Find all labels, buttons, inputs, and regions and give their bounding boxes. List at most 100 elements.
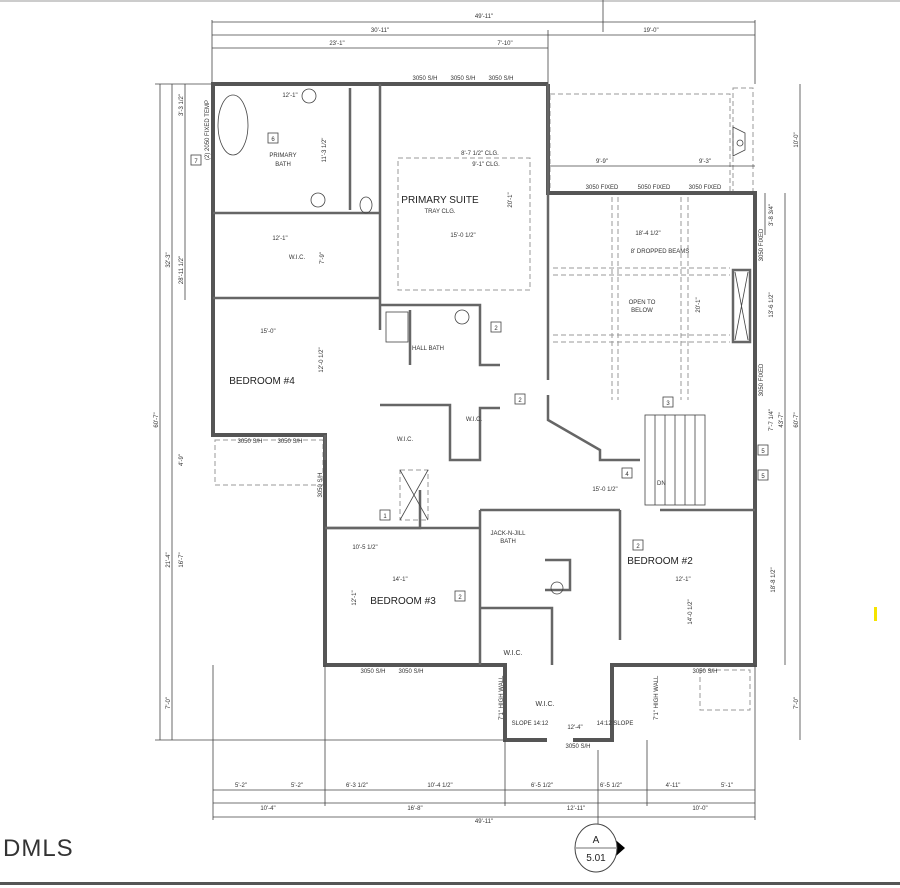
- dim-left-overall: 60'-7": [154, 412, 160, 427]
- dim-label: 20'-1": [508, 192, 514, 207]
- dim-label: 12'-1": [282, 93, 297, 99]
- porch-outline: 9'-9" 9'-3": [214, 87, 755, 711]
- right-dimensions: 60'-7" 10'-0" 43'-7" 3'-8 3/4" 13'-6 1/2…: [764, 84, 801, 740]
- ceiling-height-1: 8'-7 1/2" CLG.: [461, 151, 499, 157]
- section-marker[interactable]: A 5.01: [574, 750, 625, 873]
- tag: 2: [636, 544, 640, 550]
- window-label: 3050 FIXED: [759, 363, 765, 396]
- dim-right-overall: 60'-7": [794, 412, 800, 427]
- window-label: 3050 S/H: [237, 439, 262, 445]
- dim-label: 5'-2": [235, 783, 247, 789]
- window-label: 3050 FIXED: [586, 185, 619, 191]
- window-label: 3050 S/H: [565, 744, 590, 750]
- tag: 2: [458, 595, 462, 601]
- fixtures: [217, 88, 564, 595]
- dim-label: 10'-5 1/2": [352, 545, 377, 551]
- dim-label: 12'-0 1/2": [319, 347, 325, 372]
- room-primary-bath-2: BATH: [275, 162, 291, 168]
- bottom-dimensions: 5'-2" 5'-2" 6'-3 1/2" 10'-4 1/2" 6'-5 1/…: [212, 665, 756, 825]
- high-wall-right: 7'1" HIGH WALL: [654, 675, 660, 720]
- room-open-to-below: OPEN TO: [629, 300, 656, 306]
- dim-porch-a: 9'-9": [596, 159, 608, 165]
- dim-label: 7'-9": [320, 252, 326, 264]
- highlight-mark: [874, 607, 877, 621]
- dim-label: 6'-5 1/2": [600, 783, 622, 789]
- slope-left: SLOPE 14:12: [512, 721, 549, 727]
- room-bedroom-2: BEDROOM #2: [627, 556, 693, 567]
- window-label: 3050 S/H: [692, 669, 717, 675]
- window-label: 3050 S/H: [360, 669, 385, 675]
- room-labels: PRIMARY SUITE TRAY CLG. 8'-7 1/2" CLG. 9…: [229, 151, 693, 727]
- window-label: 3050 FIXED: [759, 228, 765, 261]
- ceiling-height-2: 9'-1" CLG.: [472, 162, 500, 168]
- slope-right: 14:12 SLOPE: [597, 721, 634, 727]
- section-sheet: 5.01: [586, 853, 606, 864]
- dim-left-g: 4'-9": [179, 454, 185, 466]
- window-label: 3050 S/H: [398, 669, 423, 675]
- room-jack-n-jill: JACK-N-JILL: [490, 531, 526, 537]
- dim-label: 14'-0 1/2": [688, 599, 694, 624]
- callout-tags: 6 7 1 2 2 2 2 3 4 5 5: [190, 132, 769, 602]
- tag: 1: [383, 514, 387, 520]
- dropped-beams-label: 8' DROPPED BEAMS: [631, 249, 690, 255]
- dim-right-b: 13'-6 1/2": [769, 292, 775, 317]
- dim-label: 18'-4 1/2": [635, 231, 660, 237]
- dim-label: 4'-11": [666, 783, 681, 789]
- room-wic-hall-2: W.I.C.: [466, 417, 483, 423]
- window-label: 3050 S/H: [318, 472, 324, 497]
- dim-right-a: 43'-7": [779, 412, 785, 427]
- tag: 5: [761, 449, 765, 455]
- tray-ceiling-label: TRAY CLG.: [424, 209, 455, 215]
- dim-label: 10'-0": [692, 806, 707, 812]
- dim-label: 5'-2": [291, 783, 303, 789]
- high-wall-left: 7'1" HIGH WALL: [499, 675, 505, 720]
- section-letter: A: [593, 835, 600, 846]
- watermark-logo: DMLS: [3, 835, 74, 862]
- room-wic-primary: W.I.C.: [289, 255, 306, 261]
- dim-right-f: 7'-0": [794, 697, 800, 709]
- dim-label: 12'-1": [352, 590, 358, 605]
- dim-right-e: 3'-8 3/4": [769, 204, 775, 226]
- dim-right-d: 18'-8 1/2": [771, 567, 777, 592]
- room-bedroom-3: BEDROOM #3: [370, 596, 436, 607]
- stair-dn-label: DN: [657, 481, 666, 487]
- top-dimensions: 49'-11" 30'-11" 19'-0" 23'-1" 7'-10": [211, 0, 756, 84]
- dim-label: 15'-0 1/2": [450, 233, 475, 239]
- dim-label: 14'-1": [392, 577, 407, 583]
- tag: 4: [625, 472, 629, 478]
- room-jack-n-jill-2: BATH: [500, 539, 516, 545]
- dim-right-c: 7'-7 1/4": [769, 409, 775, 431]
- window-label: 3050 S/H: [450, 76, 475, 82]
- room-bedroom-4: BEDROOM #4: [229, 376, 295, 387]
- dim-label: 6'-5 1/2": [531, 783, 553, 789]
- dropped-beams: [397, 157, 730, 400]
- window-label: 3050 FIXED: [689, 185, 722, 191]
- window-labels: 3050 S/H 3050 S/H 3050 S/H 3050 FIXED 50…: [205, 76, 765, 750]
- dim-label: 49'-11": [475, 819, 493, 825]
- room-primary-bath: PRIMARY: [269, 153, 296, 159]
- window-label: 5050 FIXED: [638, 185, 671, 191]
- room-open-to-below-2: BELOW: [631, 308, 653, 314]
- dim-porch-b: 9'-3": [699, 159, 711, 165]
- tag: 2: [494, 326, 498, 332]
- dim-left-c: 21'-4": [166, 552, 172, 567]
- tag: 5: [761, 474, 765, 480]
- dim-label: 12'-1": [675, 577, 690, 583]
- fireplace: [731, 268, 752, 344]
- stairs: DN: [644, 414, 706, 506]
- dim-label: 15'-0 1/2": [592, 487, 617, 493]
- tag: 7: [194, 159, 198, 165]
- dim-top-a: 23'-1": [329, 41, 344, 47]
- window-label: 3050 S/H: [277, 439, 302, 445]
- room-dimensions: 12'-1" 11'-3 1/2" 12'-1" 7'-9" 15'-0 1/2…: [260, 93, 702, 731]
- dim-label: 20'-1": [696, 297, 702, 312]
- dim-label: 5'-1": [721, 783, 733, 789]
- dim-label: 16'-8": [407, 806, 422, 812]
- window-label: 3050 S/H: [412, 76, 437, 82]
- tag: 2: [518, 398, 522, 404]
- window-label: 3050 S/H: [488, 76, 513, 82]
- room-wic-hall: W.I.C.: [397, 437, 414, 443]
- dim-label: 10'-4": [260, 806, 275, 812]
- dim-label: 15'-0": [260, 329, 275, 335]
